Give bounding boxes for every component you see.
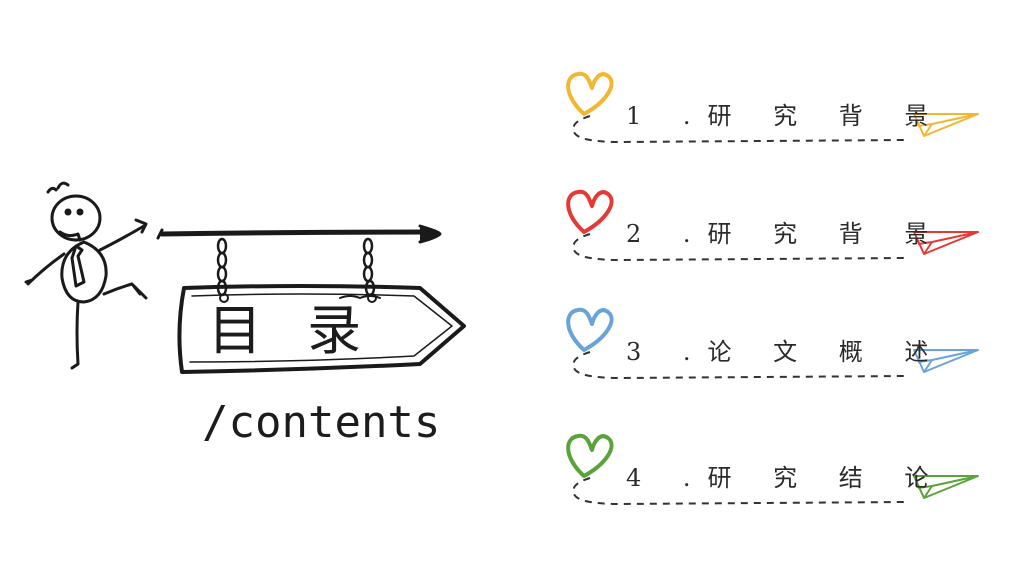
- toc-item-3[interactable]: 3 .论 文 概 述: [560, 302, 990, 392]
- toc-item-label: 2 .研 究 背 景: [626, 220, 946, 248]
- page-title: 目 录: [208, 299, 376, 362]
- toc-item-label: 4 .研 究 结 论: [626, 464, 946, 492]
- toc-item-label: 1 .研 究 背 景: [626, 102, 946, 130]
- toc-decoration: [566, 433, 979, 506]
- illustration: [24, 181, 466, 374]
- paper-plane-icon: [913, 475, 979, 499]
- heart-icon: [566, 71, 614, 116]
- heart-icon: [566, 433, 614, 478]
- heart-icon: [566, 307, 614, 352]
- paper-plane-icon: [913, 113, 979, 137]
- toc-decoration: [566, 71, 979, 144]
- toc-decoration: [566, 189, 979, 262]
- toc-item-1[interactable]: 1 .研 究 背 景: [560, 66, 990, 156]
- toc-item-label: 3 .论 文 概 述: [626, 338, 946, 366]
- page-subtitle: /contents: [202, 397, 441, 448]
- hanging-sign: [156, 224, 466, 374]
- toc-item-4[interactable]: 4 .研 究 结 论: [560, 428, 990, 518]
- paper-plane-icon: [913, 349, 979, 373]
- toc-decoration: [566, 307, 979, 380]
- stick-figure: [24, 181, 148, 370]
- toc-item-2[interactable]: 2 .研 究 背 景: [560, 184, 990, 274]
- paper-plane-icon: [913, 231, 979, 255]
- heart-icon: [566, 189, 614, 234]
